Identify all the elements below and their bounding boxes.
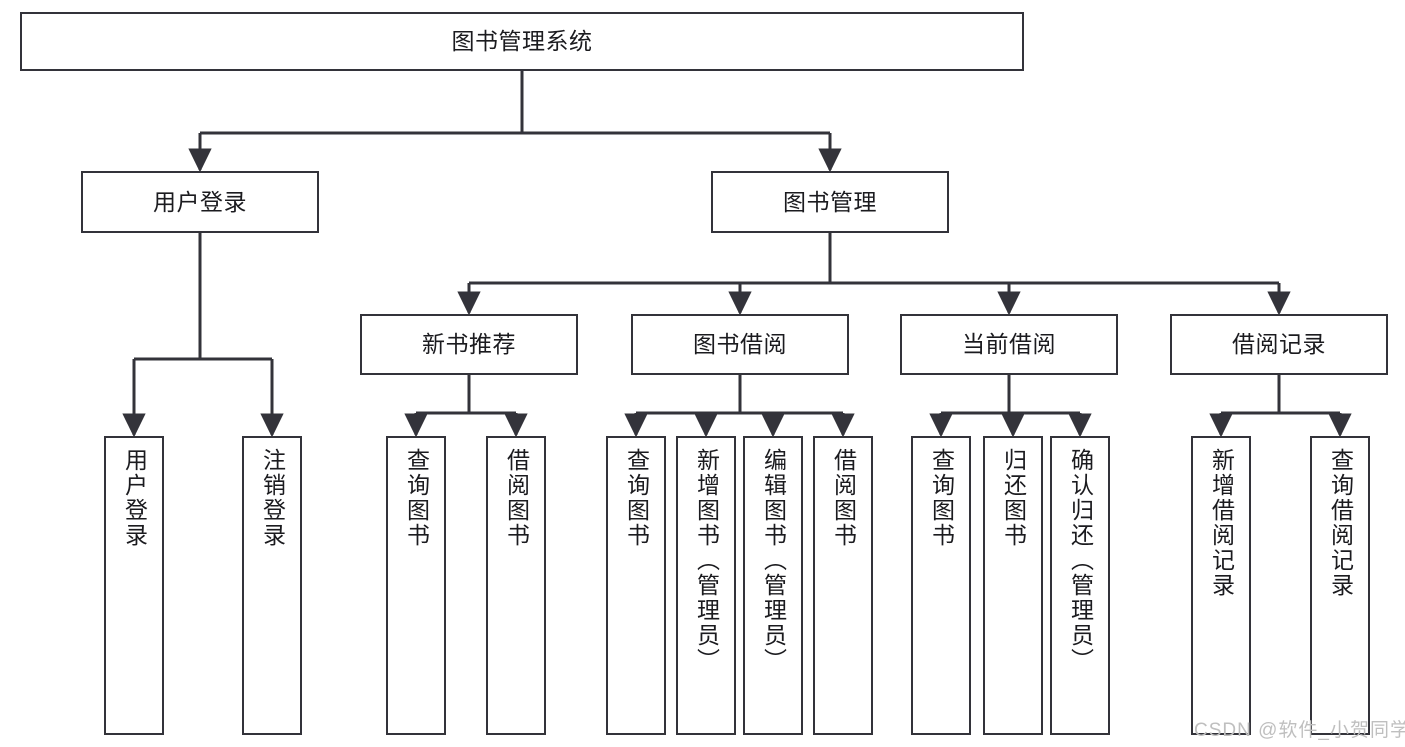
node-leaf-query-book-3[interactable]: 查询图书 [911, 436, 971, 735]
node-leaf-query-record[interactable]: 查询借阅记录 [1310, 436, 1370, 735]
node-leaf-add-book-label: 新增图书（管理员） [693, 448, 720, 673]
node-new-book-rec-label: 新书推荐 [422, 331, 516, 358]
csdn-watermark: CSDN @软件_小贺同学 [1194, 720, 1405, 741]
node-leaf-return-book[interactable]: 归还图书 [983, 436, 1043, 735]
node-leaf-logout[interactable]: 注销登录 [242, 436, 302, 735]
node-leaf-borrow-book-1-label: 借阅图书 [503, 448, 530, 548]
node-user-login-label: 用户登录 [153, 188, 247, 215]
node-leaf-user-login-label: 用户登录 [121, 448, 148, 548]
node-current-borrow[interactable]: 当前借阅 [900, 314, 1118, 375]
node-leaf-add-record[interactable]: 新增借阅记录 [1191, 436, 1251, 735]
node-leaf-add-book[interactable]: 新增图书（管理员） [676, 436, 736, 735]
node-root[interactable]: 图书管理系统 [20, 12, 1024, 71]
node-leaf-return-book-label: 归还图书 [1000, 448, 1027, 548]
node-book-manage-label: 图书管理 [783, 188, 877, 215]
node-leaf-logout-label: 注销登录 [259, 448, 286, 548]
node-book-borrow[interactable]: 图书借阅 [631, 314, 849, 375]
node-leaf-confirm-return[interactable]: 确认归还（管理员） [1050, 436, 1110, 735]
node-leaf-edit-book[interactable]: 编辑图书（管理员） [743, 436, 803, 735]
node-root-label: 图书管理系统 [451, 28, 593, 55]
node-new-book-rec[interactable]: 新书推荐 [360, 314, 578, 375]
node-leaf-add-record-label: 新增借阅记录 [1208, 448, 1235, 598]
node-leaf-query-book-1-label: 查询图书 [403, 448, 430, 548]
node-leaf-query-book-1[interactable]: 查询图书 [386, 436, 446, 735]
node-leaf-query-book-2[interactable]: 查询图书 [606, 436, 666, 735]
node-leaf-query-record-label: 查询借阅记录 [1327, 448, 1354, 598]
node-leaf-query-book-2-label: 查询图书 [623, 448, 650, 548]
node-leaf-query-book-3-label: 查询图书 [928, 448, 955, 548]
node-book-borrow-label: 图书借阅 [693, 331, 787, 358]
node-leaf-borrow-book-2-label: 借阅图书 [830, 448, 857, 548]
node-leaf-confirm-return-label: 确认归还（管理员） [1067, 448, 1094, 673]
node-leaf-borrow-book-1[interactable]: 借阅图书 [486, 436, 546, 735]
node-borrow-record-label: 借阅记录 [1232, 331, 1326, 358]
node-leaf-edit-book-label: 编辑图书（管理员） [760, 448, 787, 673]
node-book-manage[interactable]: 图书管理 [711, 171, 949, 233]
node-borrow-record[interactable]: 借阅记录 [1170, 314, 1388, 375]
node-user-login[interactable]: 用户登录 [81, 171, 319, 233]
node-current-borrow-label: 当前借阅 [962, 331, 1056, 358]
node-leaf-borrow-book-2[interactable]: 借阅图书 [813, 436, 873, 735]
node-leaf-user-login[interactable]: 用户登录 [104, 436, 164, 735]
